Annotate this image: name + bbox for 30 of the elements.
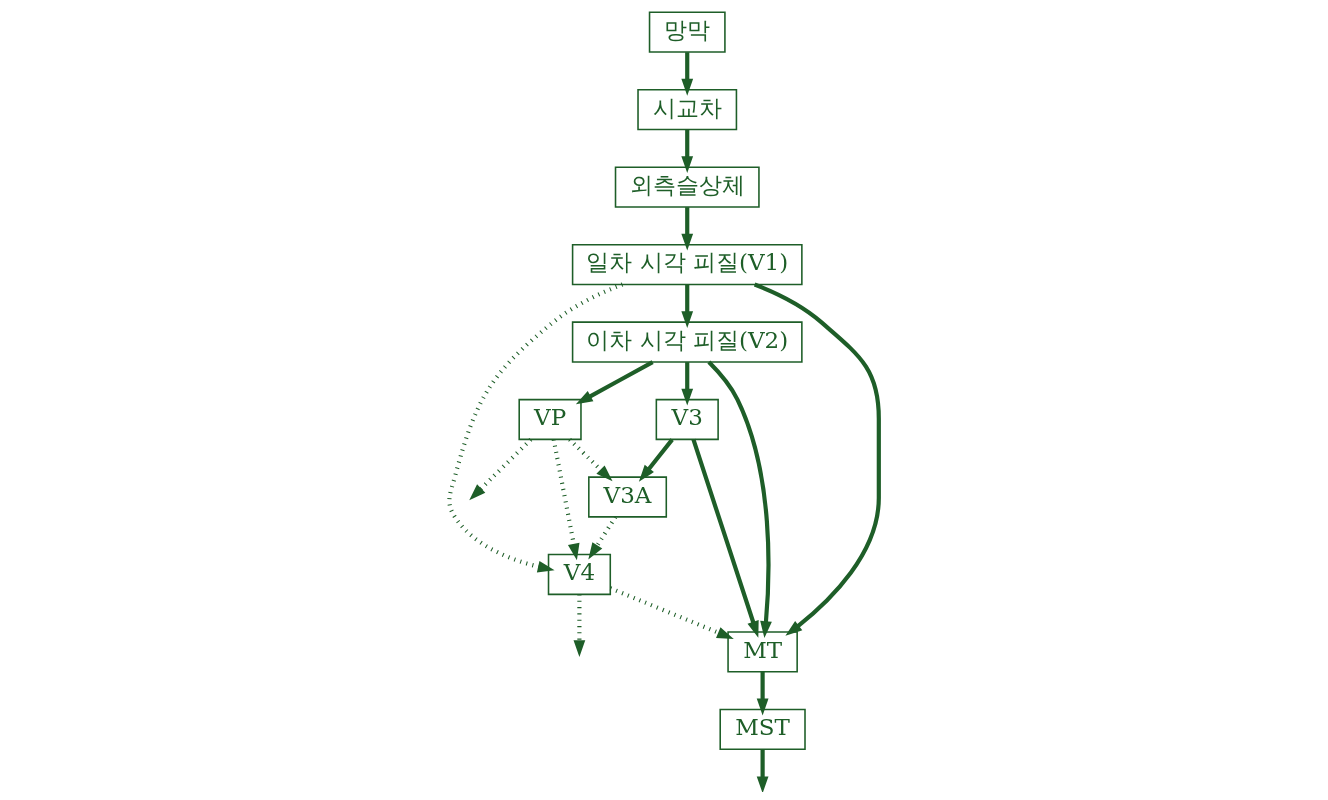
arrow <box>753 282 881 636</box>
arrow <box>588 515 618 560</box>
arrow <box>681 52 694 96</box>
node-box: MST <box>719 708 806 751</box>
arrow <box>681 362 694 406</box>
arrow <box>756 749 769 792</box>
node-box: V4 <box>547 553 612 596</box>
arrow <box>447 282 624 573</box>
node-box: MT <box>727 631 798 673</box>
node-box: V3 <box>655 398 719 441</box>
node-box: 이차 시각 피질(V2) <box>571 321 803 363</box>
arrow <box>691 438 759 638</box>
arrow <box>707 360 772 639</box>
arrow <box>609 586 734 639</box>
node-box: VP <box>518 398 582 441</box>
arrow <box>551 439 580 561</box>
arrow <box>681 284 694 329</box>
arrow <box>575 360 654 405</box>
node-box: 외측슬상체 <box>614 166 760 208</box>
node-box: 망막 <box>648 11 726 53</box>
arrow <box>568 438 613 482</box>
arrow <box>756 672 769 716</box>
node-box: V3A <box>588 476 668 518</box>
arrow <box>638 438 674 482</box>
node-box: 일차 시각 피질(V1) <box>571 243 803 286</box>
arrow <box>681 129 694 174</box>
arrow <box>469 438 533 501</box>
node-box: 시교차 <box>637 88 738 131</box>
arrow <box>573 594 586 658</box>
arrow <box>681 207 694 251</box>
